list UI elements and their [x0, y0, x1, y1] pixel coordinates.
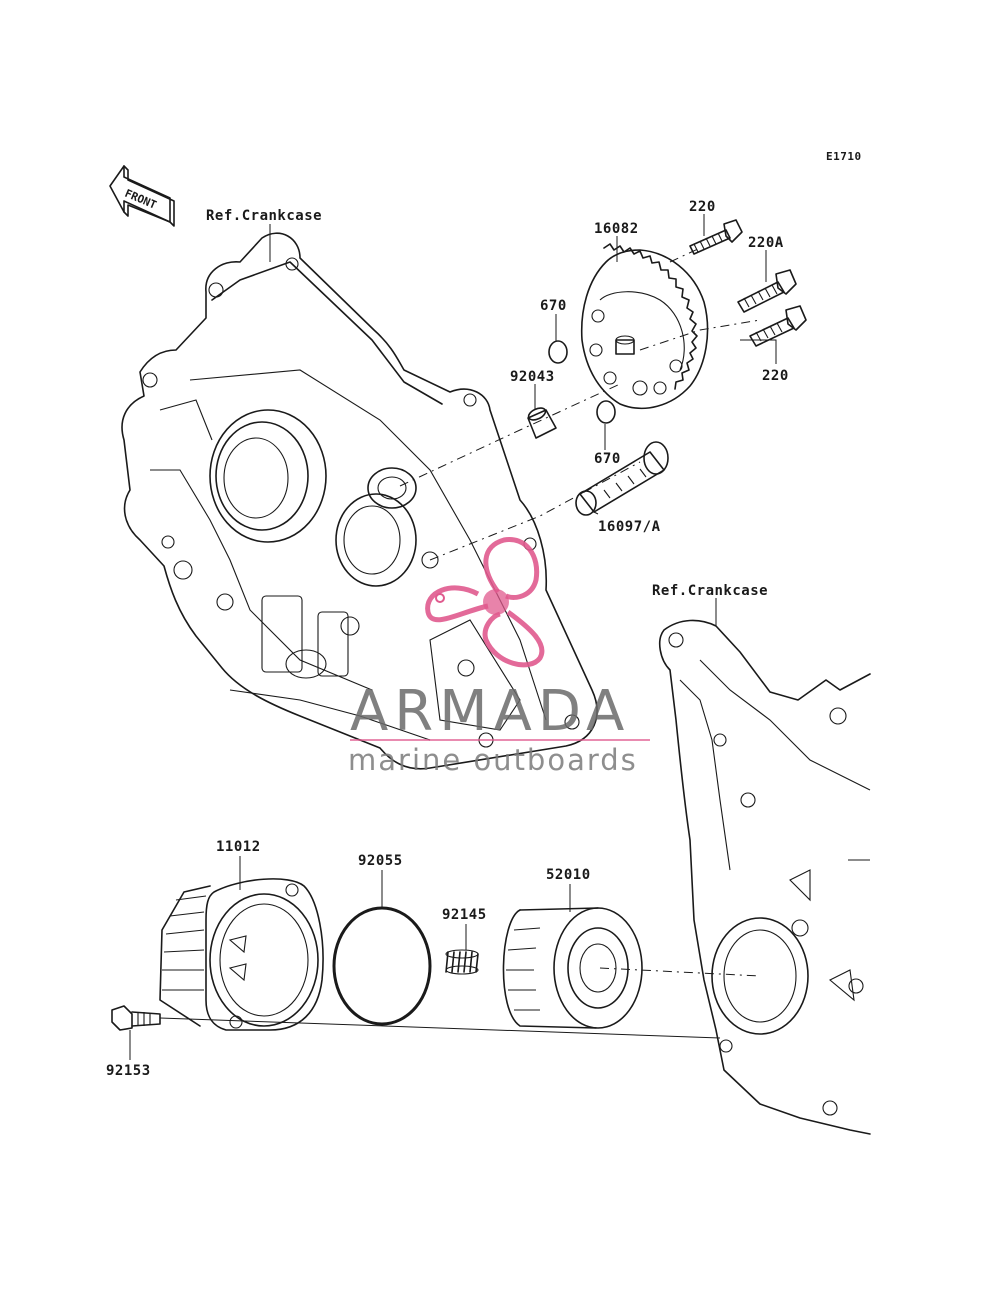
o-ring-92055: [332, 906, 432, 1026]
label-11012: 11012: [216, 839, 261, 855]
label-220-top: 220: [689, 199, 716, 215]
propeller-hub-icon: [483, 589, 509, 615]
label-52010: 52010: [546, 867, 591, 883]
crankcase-upper: [121, 232, 598, 770]
bolt-92153: [111, 1005, 161, 1031]
label-ref-crankcase-upper: Ref.Crankcase: [206, 208, 322, 224]
armada-watermark: ARMADA marine outboards: [348, 537, 650, 777]
label-92145: 92145: [442, 907, 487, 923]
dowel-pin-92043: [527, 407, 557, 439]
oil-filter-52010: [502, 907, 643, 1029]
label-670-top: 670: [540, 298, 567, 314]
diagram-code: E1710: [826, 150, 862, 163]
watermark-subtitle: marine outboards: [348, 743, 638, 777]
crankcase-lower: [658, 619, 871, 1135]
label-670-bottom: 670: [594, 451, 621, 467]
oil-pump-16082: [580, 243, 709, 410]
label-16082: 16082: [594, 221, 639, 237]
watermark-title: ARMADA: [350, 679, 630, 744]
front-arrow-icon: FRONT: [109, 165, 175, 227]
label-ref-crankcase-lower: Ref.Crankcase: [652, 583, 768, 599]
propeller-logo-icon: [425, 537, 545, 668]
label-92043: 92043: [510, 369, 555, 385]
spring-92145: [445, 949, 479, 975]
label-220a: 220A: [748, 235, 784, 251]
label-92055: 92055: [358, 853, 403, 869]
bolt-220-bottom: [749, 305, 807, 347]
bolt-220-top: [689, 219, 743, 255]
o-ring-670-bottom: [596, 400, 616, 424]
label-16097a: 16097/A: [598, 519, 661, 535]
o-ring-670-top: [548, 340, 568, 364]
label-220-bottom: 220: [762, 368, 789, 384]
label-92153: 92153: [106, 1063, 151, 1079]
bolt-220a: [737, 269, 797, 313]
filter-cover-11012: [159, 878, 324, 1031]
oil-strainer-16097a: [575, 441, 669, 516]
